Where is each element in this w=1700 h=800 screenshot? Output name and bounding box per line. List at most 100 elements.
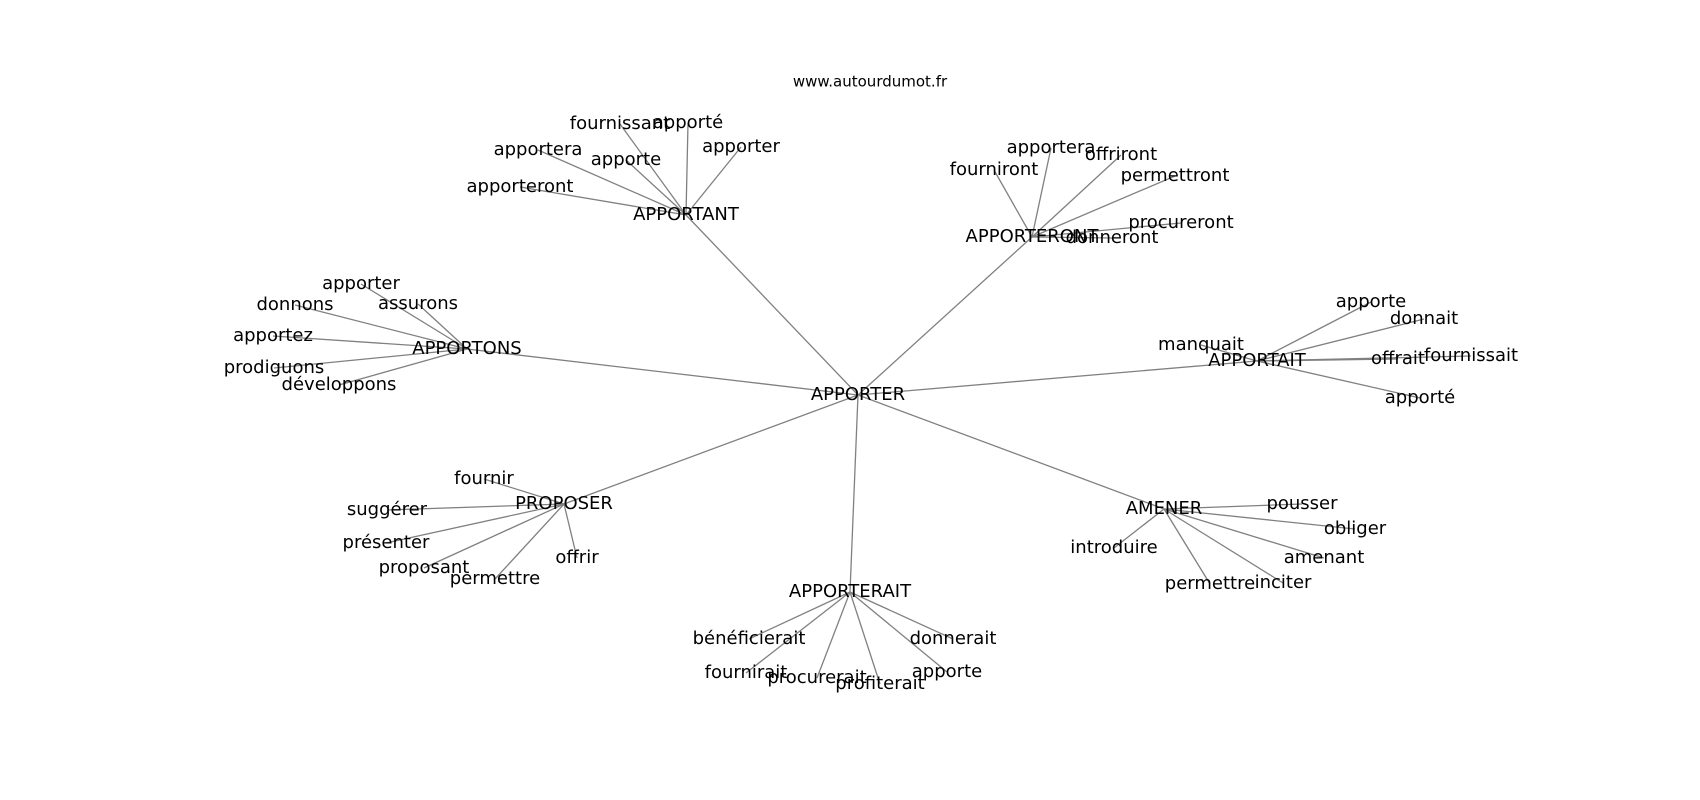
edge-group-child: [423, 503, 565, 569]
child-word-label[interactable]: offrir: [555, 547, 599, 568]
child-word-label[interactable]: fournissait: [1424, 345, 1518, 366]
edge-group-child: [1031, 222, 1182, 238]
child-word-label[interactable]: donneront: [1066, 227, 1159, 248]
group-node-label[interactable]: AMENER: [1126, 498, 1203, 519]
edge-group-child: [849, 591, 954, 640]
edge-group-child: [272, 335, 468, 350]
child-word-label[interactable]: amenant: [1284, 547, 1365, 568]
edge-group-child: [1256, 355, 1472, 362]
edge-group-child: [748, 591, 851, 640]
child-word-label[interactable]: apporte: [1336, 291, 1406, 312]
edge-group-child: [385, 503, 565, 544]
edge-group-child: [685, 122, 689, 216]
edge-group-child: [386, 503, 565, 511]
child-word-label[interactable]: proposant: [379, 557, 470, 578]
edge-group-child: [1163, 508, 1284, 584]
child-word-label[interactable]: assurons: [378, 293, 458, 314]
edge-root-group: [849, 394, 859, 593]
edge-group-child: [563, 503, 578, 559]
child-word-label[interactable]: présenter: [343, 532, 430, 553]
group-node-label[interactable]: APPORTERONT: [966, 226, 1100, 247]
child-word-label[interactable]: fournir: [454, 468, 514, 489]
edge-group-child: [537, 149, 687, 216]
child-word-label[interactable]: introduire: [1070, 537, 1157, 558]
edge-group-child: [625, 159, 687, 216]
child-word-label[interactable]: apportera: [1007, 137, 1096, 158]
group-node-label[interactable]: PROPOSER: [515, 493, 613, 514]
child-word-label[interactable]: bénéficierait: [693, 628, 806, 649]
child-word-label[interactable]: prodiguons: [224, 357, 325, 378]
edge-group-child: [519, 186, 687, 216]
edge-group-child: [1163, 503, 1303, 510]
child-word-label[interactable]: donnait: [1390, 308, 1458, 329]
child-word-label[interactable]: apportera: [494, 139, 583, 160]
edge-group-child: [619, 123, 687, 216]
child-word-label[interactable]: suggérer: [347, 499, 428, 520]
child-word-label[interactable]: fournissant: [570, 113, 671, 134]
edge-group-child: [294, 304, 468, 350]
edge-group-child: [1163, 508, 1325, 559]
edge-root-group: [857, 236, 1033, 396]
edge-group-child: [1113, 508, 1165, 549]
edge-group-child: [1256, 360, 1421, 399]
child-word-label[interactable]: développons: [282, 374, 397, 395]
child-word-label[interactable]: manquait: [1158, 334, 1244, 355]
child-word-label[interactable]: offriront: [1085, 144, 1157, 165]
edge-root-group: [563, 394, 859, 505]
child-word-label[interactable]: apportez: [233, 325, 313, 346]
child-word-label[interactable]: offrait: [1371, 348, 1425, 369]
group-node-label[interactable]: APPORTANT: [633, 204, 740, 225]
child-word-label[interactable]: permettront: [1121, 165, 1230, 186]
child-word-label[interactable]: donnons: [256, 294, 333, 315]
edge-group-child: [338, 348, 468, 386]
edge-root-group: [466, 348, 859, 396]
child-word-label[interactable]: obliger: [1324, 518, 1387, 539]
child-word-label[interactable]: procureront: [1128, 212, 1233, 233]
edge-group-child: [993, 169, 1033, 238]
child-word-label[interactable]: inciter: [1255, 572, 1312, 593]
child-word-label[interactable]: permettre: [1165, 573, 1255, 594]
edge-root-group: [685, 214, 859, 396]
edge-group-child: [1031, 154, 1122, 238]
source-label[interactable]: www.autourdumot.fr: [793, 73, 948, 91]
child-word-label[interactable]: apporte: [591, 149, 661, 170]
edge-group-child: [273, 348, 468, 369]
child-word-label[interactable]: fournirait: [705, 662, 788, 683]
group-node-label[interactable]: APPORTONS: [412, 338, 521, 359]
edge-group-child: [1256, 318, 1425, 362]
graph-edges: [272, 122, 1472, 685]
edge-group-child: [685, 146, 742, 216]
child-word-label[interactable]: donnerait: [910, 628, 997, 649]
child-word-label[interactable]: apporté: [653, 112, 723, 133]
edge-group-child: [849, 591, 948, 673]
child-word-label[interactable]: apporte: [912, 661, 982, 682]
edge-group-child: [816, 591, 851, 679]
child-word-label[interactable]: procurerait: [767, 667, 866, 688]
edge-group-child: [745, 591, 851, 674]
edge-group-child: [1031, 236, 1113, 239]
edge-group-child: [849, 591, 881, 685]
edge-group-child: [1256, 301, 1372, 362]
child-word-label[interactable]: profiterait: [835, 673, 924, 694]
root-node-label[interactable]: APPORTER: [811, 384, 905, 405]
child-word-label[interactable]: apporté: [1385, 387, 1455, 408]
child-word-label[interactable]: fourniront: [950, 159, 1039, 180]
edge-group-child: [360, 283, 468, 350]
edge-group-child: [1031, 147, 1052, 238]
edge-group-child: [1031, 175, 1176, 238]
edge-root-group: [857, 360, 1258, 396]
group-node-label[interactable]: APPORTERAIT: [789, 581, 912, 602]
child-word-label[interactable]: apporter: [702, 136, 780, 157]
child-word-label[interactable]: apporteront: [467, 176, 574, 197]
child-word-label[interactable]: pousser: [1266, 493, 1338, 514]
child-word-label[interactable]: apporter: [322, 273, 400, 294]
edge-group-child: [494, 503, 565, 580]
edge-group-child: [417, 303, 468, 350]
group-node-label[interactable]: APPORTAIT: [1208, 350, 1307, 371]
edge-group-child: [1200, 344, 1258, 362]
child-word-label[interactable]: permettre: [450, 568, 540, 589]
edge-group-child: [483, 478, 565, 505]
edge-group-child: [1163, 508, 1356, 530]
